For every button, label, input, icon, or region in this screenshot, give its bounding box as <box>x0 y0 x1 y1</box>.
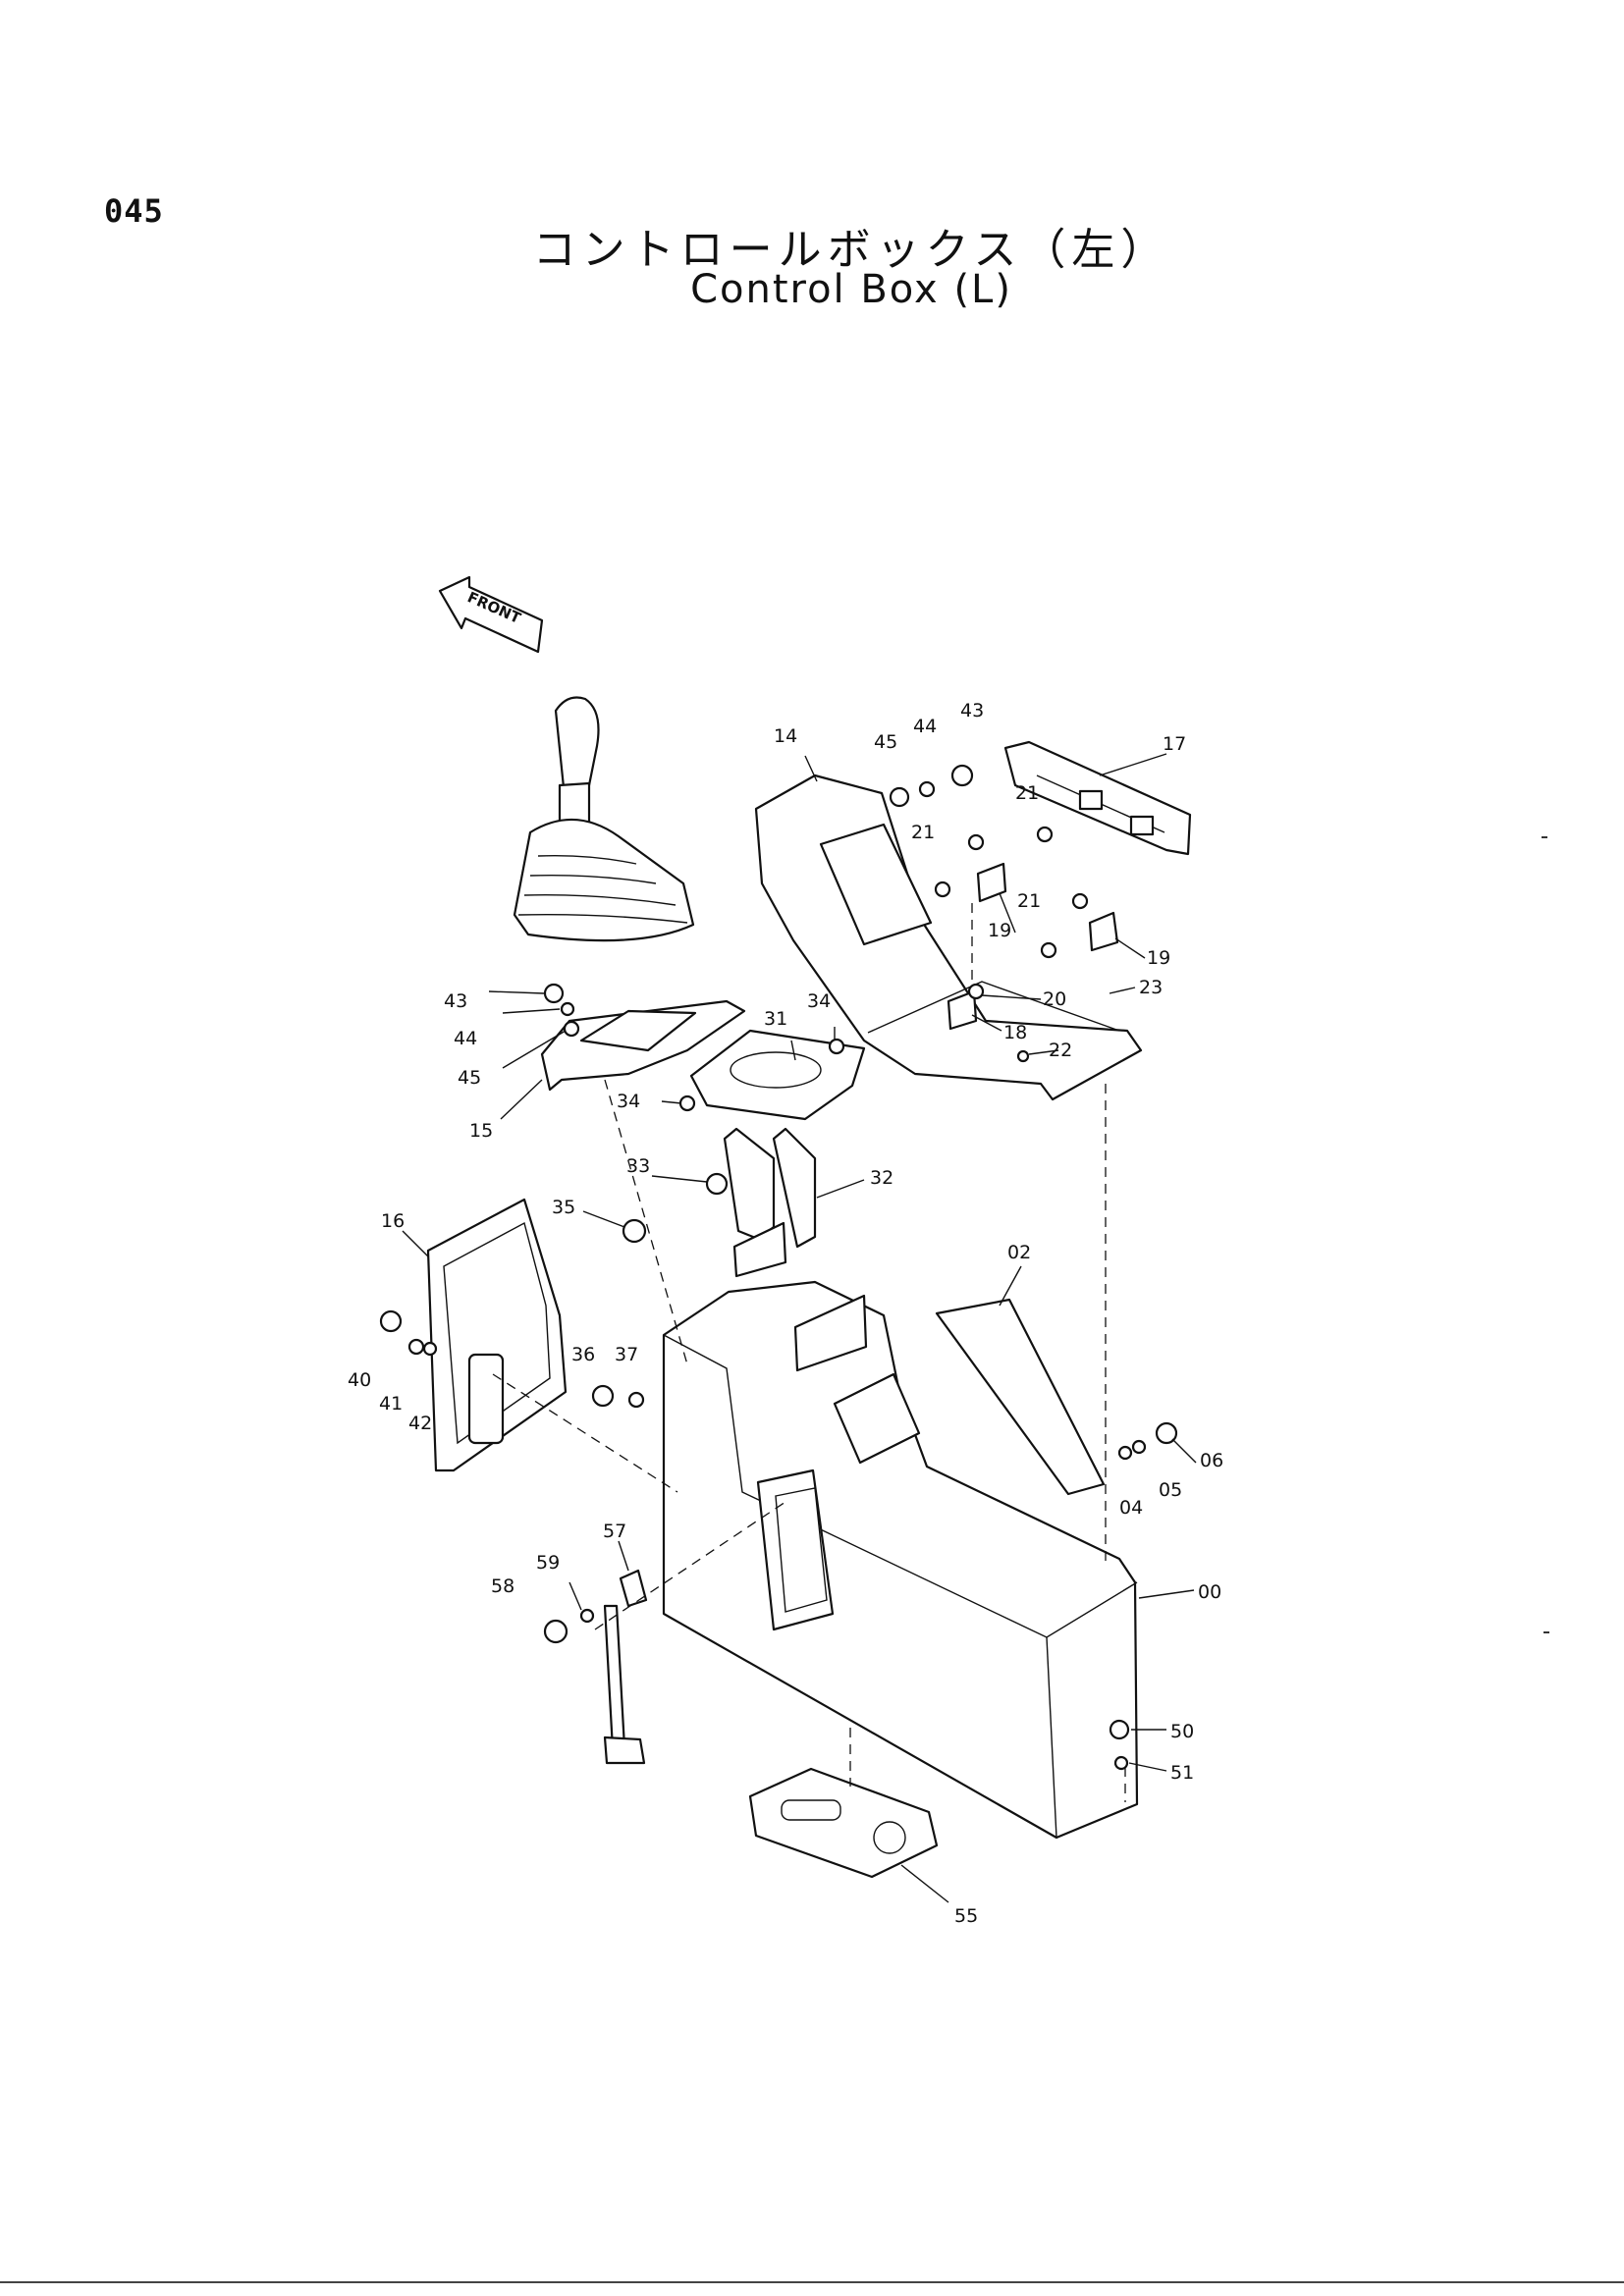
callout-57: 57 <box>603 1521 626 1542</box>
part-31-gasket-plate <box>689 1029 866 1121</box>
callout-16: 16 <box>381 1210 405 1232</box>
callout-34b: 34 <box>617 1091 640 1112</box>
callout-02: 02 <box>1007 1242 1031 1263</box>
callout-37: 37 <box>615 1344 638 1365</box>
callout-17: 17 <box>1163 733 1186 755</box>
callout-34a: 34 <box>807 990 831 1012</box>
part-17-side-plate <box>1003 740 1192 856</box>
callout-59: 59 <box>536 1552 560 1574</box>
fasteners <box>379 764 1178 1771</box>
callout-05: 05 <box>1159 1479 1182 1501</box>
assembly-centre-lines <box>492 903 1126 1802</box>
callout-31: 31 <box>764 1008 787 1030</box>
callout-35: 35 <box>552 1197 575 1218</box>
part-19-bracket-lower <box>1088 911 1119 952</box>
callout-14: 14 <box>774 725 797 747</box>
callout-43b: 43 <box>444 990 467 1012</box>
callout-51: 51 <box>1170 1762 1194 1784</box>
part-00-console-box <box>662 1280 1139 1840</box>
page-number: 045 <box>104 192 164 230</box>
part-55-floor-plate <box>748 1767 939 1879</box>
callout-19a: 19 <box>988 920 1011 941</box>
control-lever-boot <box>513 696 695 942</box>
margin-mark-bottom <box>1543 1631 1549 1633</box>
callout-21a: 21 <box>1015 782 1039 804</box>
part-14-upper-cover <box>754 774 1143 1101</box>
callout-leaders <box>402 753 1197 1903</box>
callout-04: 04 <box>1119 1497 1143 1519</box>
callout-22: 22 <box>1049 1040 1072 1061</box>
callout-21b: 21 <box>911 822 935 843</box>
callout-06: 06 <box>1200 1450 1223 1471</box>
part-02-cover-plate <box>935 1298 1106 1496</box>
margin-mark-top <box>1542 836 1547 838</box>
callout-00: 00 <box>1198 1581 1221 1603</box>
callout-41: 41 <box>379 1393 403 1415</box>
page-title-japanese: コントロールボックス（左） <box>532 225 1170 275</box>
callout-45b: 45 <box>458 1067 481 1089</box>
callout-18: 18 <box>1003 1022 1027 1043</box>
part-32-lever-bracket <box>723 1127 817 1278</box>
front-arrow-icon: FRONT <box>438 575 544 654</box>
callout-36: 36 <box>571 1344 595 1365</box>
callout-15: 15 <box>469 1120 493 1142</box>
part-15-lower-cover <box>540 999 746 1092</box>
callout-20: 20 <box>1043 988 1066 1010</box>
callout-labels: 00 02 04 05 06 14 15 16 17 18 19 19 20 2… <box>348 700 1223 1927</box>
part-57-handle <box>603 1569 648 1765</box>
callout-44a: 44 <box>913 716 937 737</box>
footer-rule <box>0 2281 1624 2283</box>
callout-23: 23 <box>1139 977 1163 998</box>
callout-50: 50 <box>1170 1721 1194 1742</box>
part-18-bracket <box>947 989 978 1031</box>
callout-21c: 21 <box>1017 890 1041 912</box>
callout-33: 33 <box>626 1155 650 1177</box>
part-16-side-panel <box>426 1198 568 1472</box>
callout-19b: 19 <box>1147 947 1170 969</box>
callout-40: 40 <box>348 1369 371 1391</box>
callout-45a: 45 <box>874 731 897 753</box>
callout-55: 55 <box>954 1905 978 1927</box>
part-19-bracket-upper <box>976 862 1007 903</box>
callout-43a: 43 <box>960 700 984 721</box>
callout-42: 42 <box>408 1413 432 1434</box>
callout-44b: 44 <box>454 1028 477 1049</box>
page-title-english: Control Box (L) <box>690 267 1012 312</box>
callout-32: 32 <box>870 1167 893 1189</box>
callout-58: 58 <box>491 1575 514 1597</box>
